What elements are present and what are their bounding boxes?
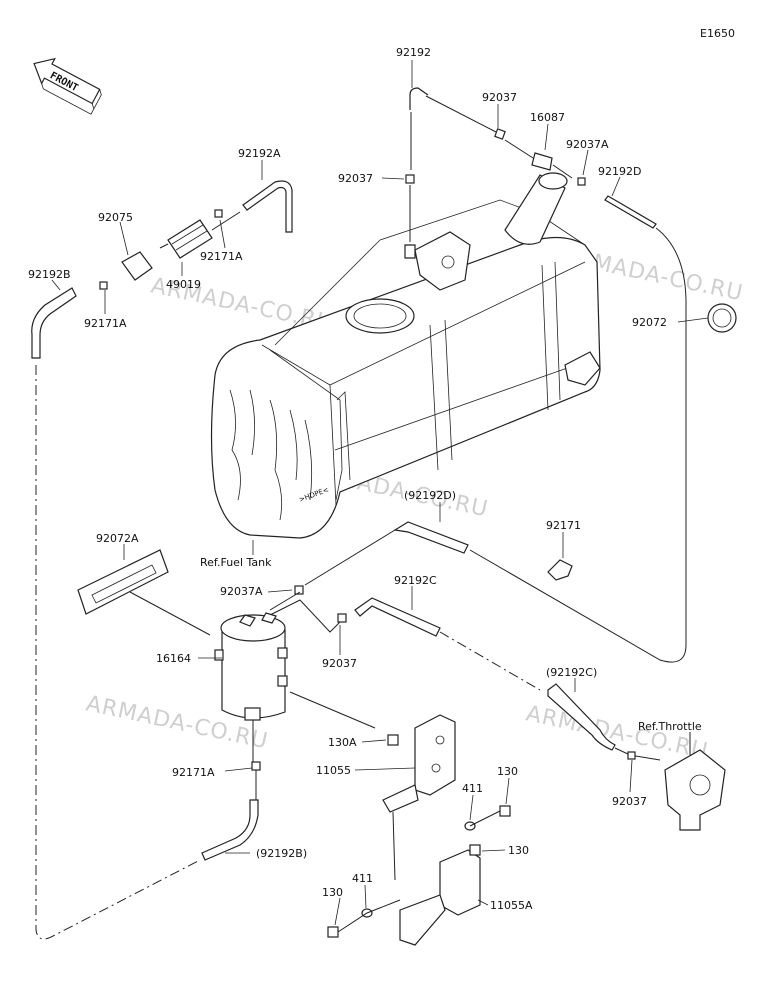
- label-92192c: 92192C: [394, 574, 437, 587]
- label-92192b: 92192B: [28, 268, 71, 281]
- label-92192: 92192: [396, 46, 431, 59]
- label-411: 411: [352, 872, 373, 885]
- label-92192b-paren: (92192B): [256, 847, 307, 860]
- label-92037a: 92037A: [220, 585, 263, 598]
- part-labels: 92192 92037 16087 92037A 92192D 92037 92…: [28, 46, 702, 912]
- label-49019: 49019: [166, 278, 201, 291]
- label-92037: 92037: [322, 657, 357, 670]
- throttle-body: [664, 732, 726, 831]
- label-16164: 16164: [156, 652, 191, 665]
- front-arrow-icon: FRONT: [33, 57, 102, 115]
- label-92037a: 92037A: [566, 138, 609, 151]
- label-11055: 11055: [316, 764, 351, 777]
- label-411: 411: [462, 782, 483, 795]
- label-92192a: 92192A: [238, 147, 281, 160]
- canister: [214, 612, 288, 762]
- label-ref-fuel-tank: Ref.Fuel Tank: [200, 556, 272, 569]
- label-92072: 92072: [632, 316, 667, 329]
- bracket-11055: [289, 691, 456, 813]
- label-130: 130: [322, 886, 343, 899]
- label-92037: 92037: [338, 172, 373, 185]
- bracket-11055a: [392, 811, 481, 946]
- label-130a: 130A: [328, 736, 357, 749]
- label-16087: 16087: [530, 111, 565, 124]
- label-92072a: 92072A: [96, 532, 139, 545]
- label-11055a: 11055A: [490, 899, 533, 912]
- label-92075: 92075: [98, 211, 133, 224]
- label-ref-throttle: Ref.Throttle: [638, 720, 702, 733]
- label-92037: 92037: [612, 795, 647, 808]
- label-130: 130: [497, 765, 518, 778]
- label-92192d: 92192D: [598, 165, 641, 178]
- label-92171a: 92171A: [84, 317, 127, 330]
- label-92171a: 92171A: [172, 766, 215, 779]
- label-92192d-paren: (92192D): [404, 489, 456, 502]
- bracket-92072a: [77, 549, 211, 636]
- fuel-tank: >HDPE<: [210, 172, 601, 539]
- hose-lines: [31, 87, 737, 940]
- label-92037: 92037: [482, 91, 517, 104]
- diagram-code: E1650: [700, 27, 735, 40]
- label-130: 130: [508, 844, 529, 857]
- fasteners: [327, 734, 511, 938]
- leader-lines: [51, 60, 709, 926]
- label-92171a: 92171A: [200, 250, 243, 263]
- label-92192c-paren: (92192C): [546, 666, 597, 679]
- label-92171: 92171: [546, 519, 581, 532]
